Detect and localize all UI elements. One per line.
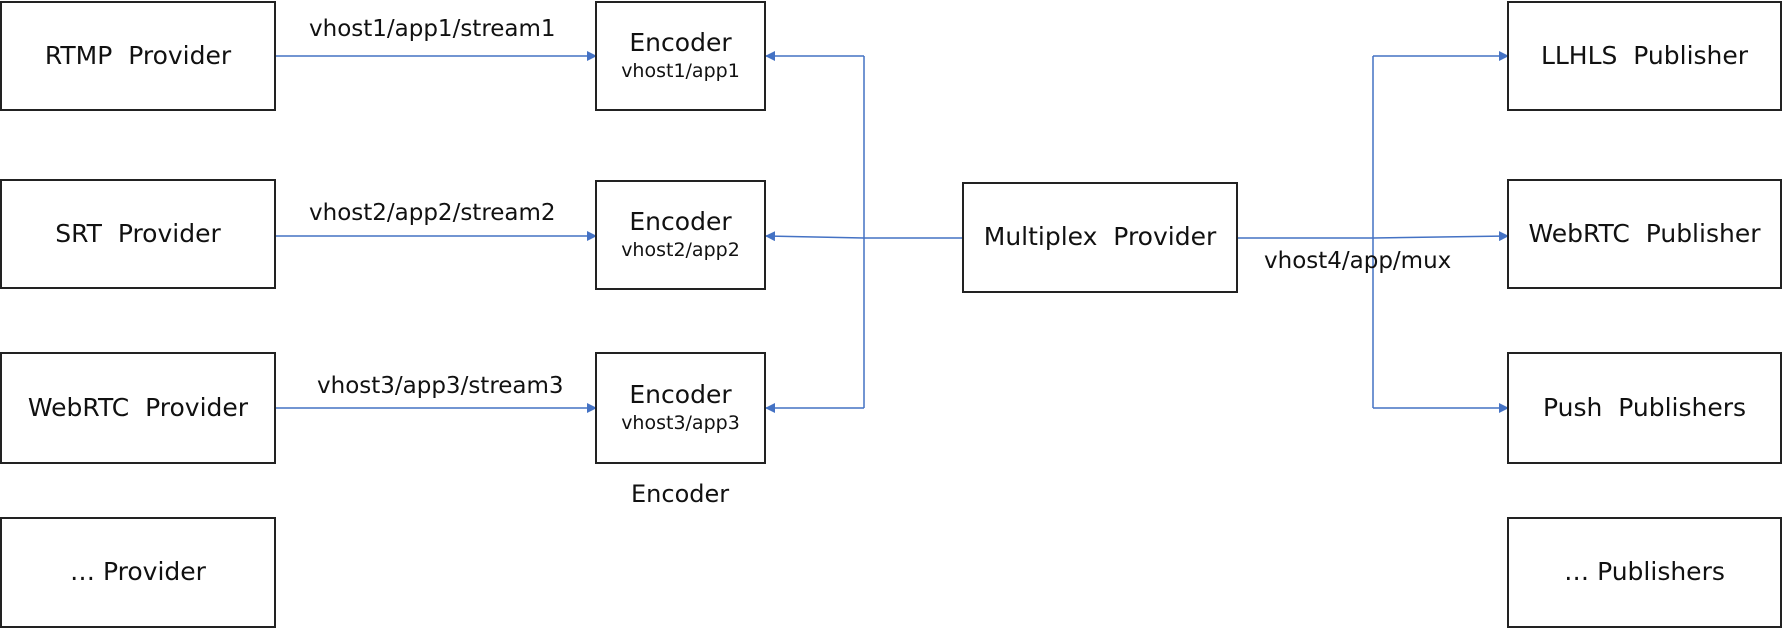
encoder-group-caption: Encoder [631,480,730,508]
provider-label: WebRTC Provider [27,392,249,422]
publisher-label: Push Publishers [1542,392,1747,422]
encoder-box-2: Encoder vhost2/app2 [595,180,766,290]
encoder-app-label: vhost3/app3 [621,411,740,434]
encoder-app-label: vhost1/app1 [621,59,740,82]
multiplex-provider-label: Multiplex Provider [983,222,1217,252]
stream-label-1: vhost1/app1/stream1 [309,16,556,42]
multiplex-provider-box: Multiplex Provider [962,182,1238,293]
encoder-label: Encoder [629,380,732,410]
provider-box-rtmp: RTMP Provider [0,1,276,111]
publisher-label: LLHLS Publisher [1540,40,1749,70]
publisher-box-webrtc: WebRTC Publisher [1507,179,1782,289]
provider-box-other: … Provider [0,517,276,628]
provider-box-srt: SRT Provider [0,179,276,289]
stream-label-2: vhost2/app2/stream2 [309,200,556,226]
encoder-box-1: Encoder vhost1/app1 [595,1,766,111]
publisher-label: … Publishers [1564,557,1725,587]
stream-label-3: vhost3/app3/stream3 [317,373,564,399]
provider-box-webrtc: WebRTC Provider [0,352,276,464]
encoder-label: Encoder [629,207,732,237]
publisher-label: WebRTC Publisher [1528,218,1761,248]
arrow-bus-to-encoder2 [765,231,865,242]
encoder-box-3: Encoder vhost3/app3 [595,352,766,464]
publisher-box-other: … Publishers [1507,517,1782,628]
multiplex-output-label: vhost4/app/mux [1264,248,1452,274]
publisher-box-push: Push Publishers [1507,352,1782,464]
publisher-box-llhls: LLHLS Publisher [1507,1,1782,111]
encoder-label: Encoder [629,28,732,58]
provider-label: RTMP Provider [44,40,232,70]
encoder-app-label: vhost2/app2 [621,238,740,261]
provider-label: … Provider [70,557,206,587]
provider-label: SRT Provider [55,218,221,248]
arrow-to-webrtc-publisher [1372,231,1509,242]
